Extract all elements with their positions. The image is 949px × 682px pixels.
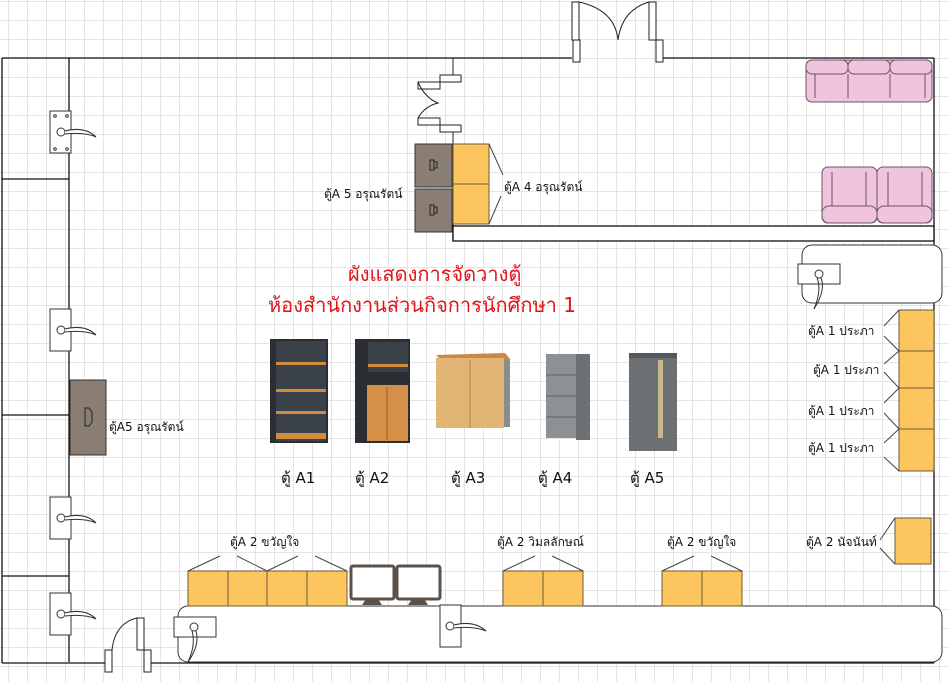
catalog-a4-image xyxy=(546,354,590,440)
door-handle-left-1[interactable] xyxy=(49,110,97,154)
catalog-a3-image xyxy=(436,353,510,428)
cabinet-a4-top[interactable] xyxy=(452,143,504,225)
door-handle-left-2[interactable] xyxy=(49,308,97,352)
callout-lines-a1 xyxy=(883,309,900,472)
label-a2-bottom-mid: ตู้A 2 วิมลลักษณ์ xyxy=(497,535,584,549)
label-a5-top: ตู้A 5 อรุณรัตน์ xyxy=(324,187,403,201)
callout-lines-a2-left xyxy=(187,555,348,572)
label-a2-bottom-right: ตู้A 2 ขวัญใจ xyxy=(667,535,737,549)
label-a5-left: ตู้A5 อรุณรัตน์ xyxy=(109,420,184,434)
label-a4-top: ตู้A 4 อรุณรัตน์ xyxy=(504,180,583,194)
bottom-left-door[interactable] xyxy=(104,617,152,673)
label-a1-right-1: ตู้A 1 ประภา xyxy=(808,324,875,338)
cabinet-a2-bottom-right[interactable] xyxy=(661,555,743,607)
monitor-1[interactable] xyxy=(349,564,396,605)
catalog-a1-label: ตู้ A1 xyxy=(281,469,316,487)
door-handle-left-4[interactable] xyxy=(49,592,97,636)
door-handle-right[interactable] xyxy=(797,263,841,310)
label-a1-right-4: ตู้A 1 ประภา xyxy=(808,441,875,455)
door-handle-bottom-1[interactable] xyxy=(173,616,217,663)
catalog-a2-label: ตู้ A2 xyxy=(355,469,390,487)
door-handle-bottom-2[interactable] xyxy=(439,604,487,648)
cabinet-a2-bottom-mid[interactable] xyxy=(502,555,584,607)
label-a2-bottom-left: ตู้A 2 ขวัญใจ xyxy=(230,535,300,549)
plan-title-line2: ห้องสำนักงานส่วนกิจการนักศึกษา 1 xyxy=(268,293,576,317)
sofa-armchair-right[interactable] xyxy=(876,166,933,224)
inner-door-top[interactable] xyxy=(417,58,462,145)
cabinet-a5-top[interactable] xyxy=(414,143,453,233)
catalog-a5-image xyxy=(629,353,677,451)
cabinet-a2-bottom-left[interactable] xyxy=(187,570,348,607)
label-a2-right: ตู้A 2 นัจนันท์ xyxy=(806,535,877,549)
label-a1-right-2: ตู้A 1 ประภา xyxy=(813,363,880,377)
label-a1-right-3: ตู้A 1 ประภา xyxy=(808,404,875,418)
catalog-a3-label: ตู้ A3 xyxy=(451,469,486,487)
catalog-a1-image xyxy=(270,339,328,443)
cabinet-a5-left[interactable] xyxy=(69,379,107,456)
sofa-three-seat[interactable] xyxy=(805,59,933,103)
bottom-counter xyxy=(177,605,943,663)
outer-walls xyxy=(1,57,935,664)
catalog-a4-label: ตู้ A4 xyxy=(538,469,573,487)
cabinet-a1-right[interactable] xyxy=(898,309,935,472)
plan-title-line1: ผังแสดงการจัดวางตู้ xyxy=(348,262,522,286)
sofa-armchair-left[interactable] xyxy=(821,166,878,224)
door-handle-left-3[interactable] xyxy=(49,496,97,540)
entrance-double-door[interactable] xyxy=(571,1,664,63)
cabinet-a2-right[interactable] xyxy=(879,517,932,565)
catalog-a2-image xyxy=(355,339,410,443)
catalog-a5-label: ตู้ A5 xyxy=(630,469,665,487)
monitor-2[interactable] xyxy=(395,564,442,605)
